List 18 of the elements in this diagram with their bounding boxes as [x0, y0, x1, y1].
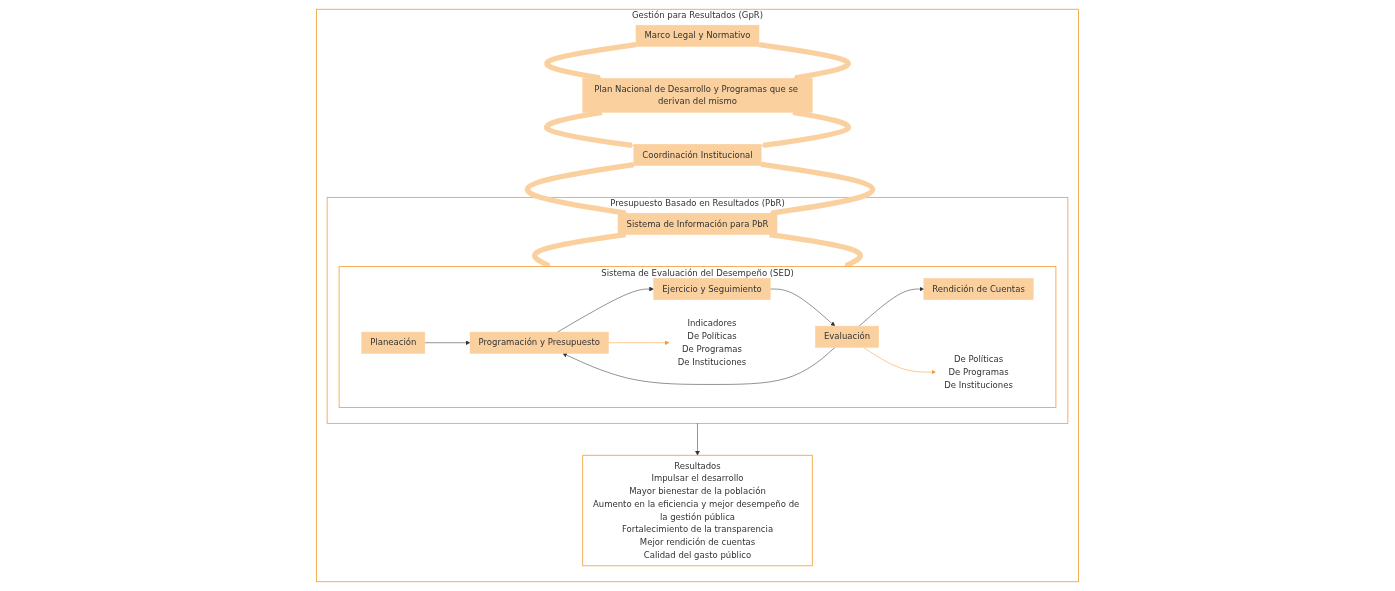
node-box: Plan Nacional de Desarrollo y Programas que se derivan del mismo: [582, 78, 813, 113]
arrow: [525, 161, 635, 216]
node-box: Planeación: [361, 331, 426, 354]
node-box: Rendición de Cuentas: [923, 278, 1034, 300]
node-text: Indicadores De Políticas De Programas De Instituciones: [677, 318, 747, 367]
node-box: Evaluación: [815, 325, 879, 348]
arrow: [760, 161, 876, 216]
node-box: Coordinación Institucional: [633, 143, 762, 166]
arrow: [544, 42, 637, 81]
arrow: [532, 231, 626, 268]
node-box: Ejercicio y Seguimiento: [653, 278, 771, 300]
node-box: Programación y Presupuesto: [469, 331, 609, 354]
node-box: Marco Legal y Normativo: [635, 24, 760, 47]
arrow: [758, 42, 851, 81]
arrow: [769, 231, 863, 268]
node-box: Sistema de Información para PbR: [617, 213, 778, 235]
node-text: De Políticas De Programas De Instituciones: [944, 354, 1013, 390]
node-box: Resultados Impulsar el desarrollo Mayor bienestar de la población Aumento en la eficiencia y mejor desempeño de la gestión pública Fortalecimiento de la transparencia Mejor rendición de cuentas Calidad del gasto público: [582, 454, 813, 567]
